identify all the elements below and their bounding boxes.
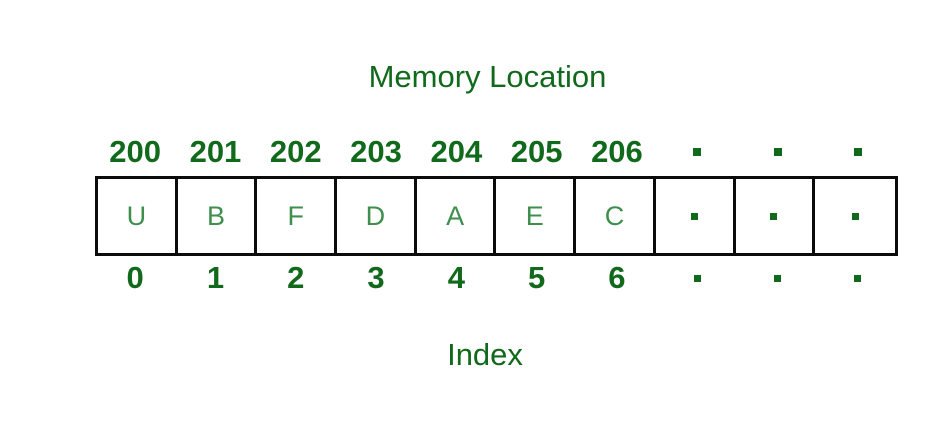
- continuation-dot-icon: [773, 148, 782, 156]
- address-label: 204: [430, 134, 483, 169]
- address-label: 202: [269, 134, 322, 169]
- index-label-value: 2: [287, 260, 305, 295]
- continuation-dot-icon: [693, 148, 702, 156]
- continuation-dot-icon: [854, 274, 862, 282]
- index-continuation-dot: [657, 260, 737, 296]
- index-continuation-dot: [818, 260, 898, 296]
- index-label-value: 6: [608, 260, 626, 295]
- address-label: 206: [591, 134, 643, 169]
- index-label-value: 3: [367, 260, 385, 295]
- index-label-value: 0: [126, 260, 144, 295]
- continuation-dot-icon: [851, 212, 859, 220]
- address-label: 203: [350, 134, 402, 169]
- address-continuation-dot: [657, 134, 737, 170]
- array-cell-continuation: [655, 179, 736, 253]
- index-label-value: 4: [447, 260, 465, 295]
- address-continuation-dot: [737, 134, 817, 170]
- index-row: 0 1 2 3 4 5 6: [95, 260, 898, 298]
- array-cell: C: [576, 179, 656, 253]
- index-label-value: 1: [206, 260, 225, 295]
- continuation-dot-icon: [853, 148, 862, 156]
- array-cell-continuation: [735, 179, 816, 253]
- address-label: 205: [510, 134, 563, 169]
- continuation-dot-icon: [770, 212, 778, 220]
- index-continuation-dot: [737, 260, 817, 296]
- index-label-value: 5: [528, 260, 546, 295]
- continuation-dot-icon: [693, 274, 701, 282]
- memory-location-label: Memory Location: [368, 59, 607, 94]
- continuation-dot-icon: [774, 274, 782, 282]
- address-row: 200 201 202 203 204 205 206: [95, 132, 898, 170]
- address-continuation-dot: [818, 134, 898, 170]
- array-cell: B: [177, 179, 258, 253]
- continuation-dot-icon: [690, 212, 698, 220]
- array-cell: U: [98, 179, 178, 253]
- array-cell-continuation: [815, 179, 895, 253]
- address-label: 201: [189, 134, 242, 169]
- array-cell: E: [496, 179, 577, 253]
- array-cell: A: [416, 179, 497, 253]
- array-cell: F: [257, 179, 338, 253]
- index-label: Index: [447, 337, 523, 372]
- array-cell: D: [337, 179, 417, 253]
- address-label: 200: [109, 134, 162, 169]
